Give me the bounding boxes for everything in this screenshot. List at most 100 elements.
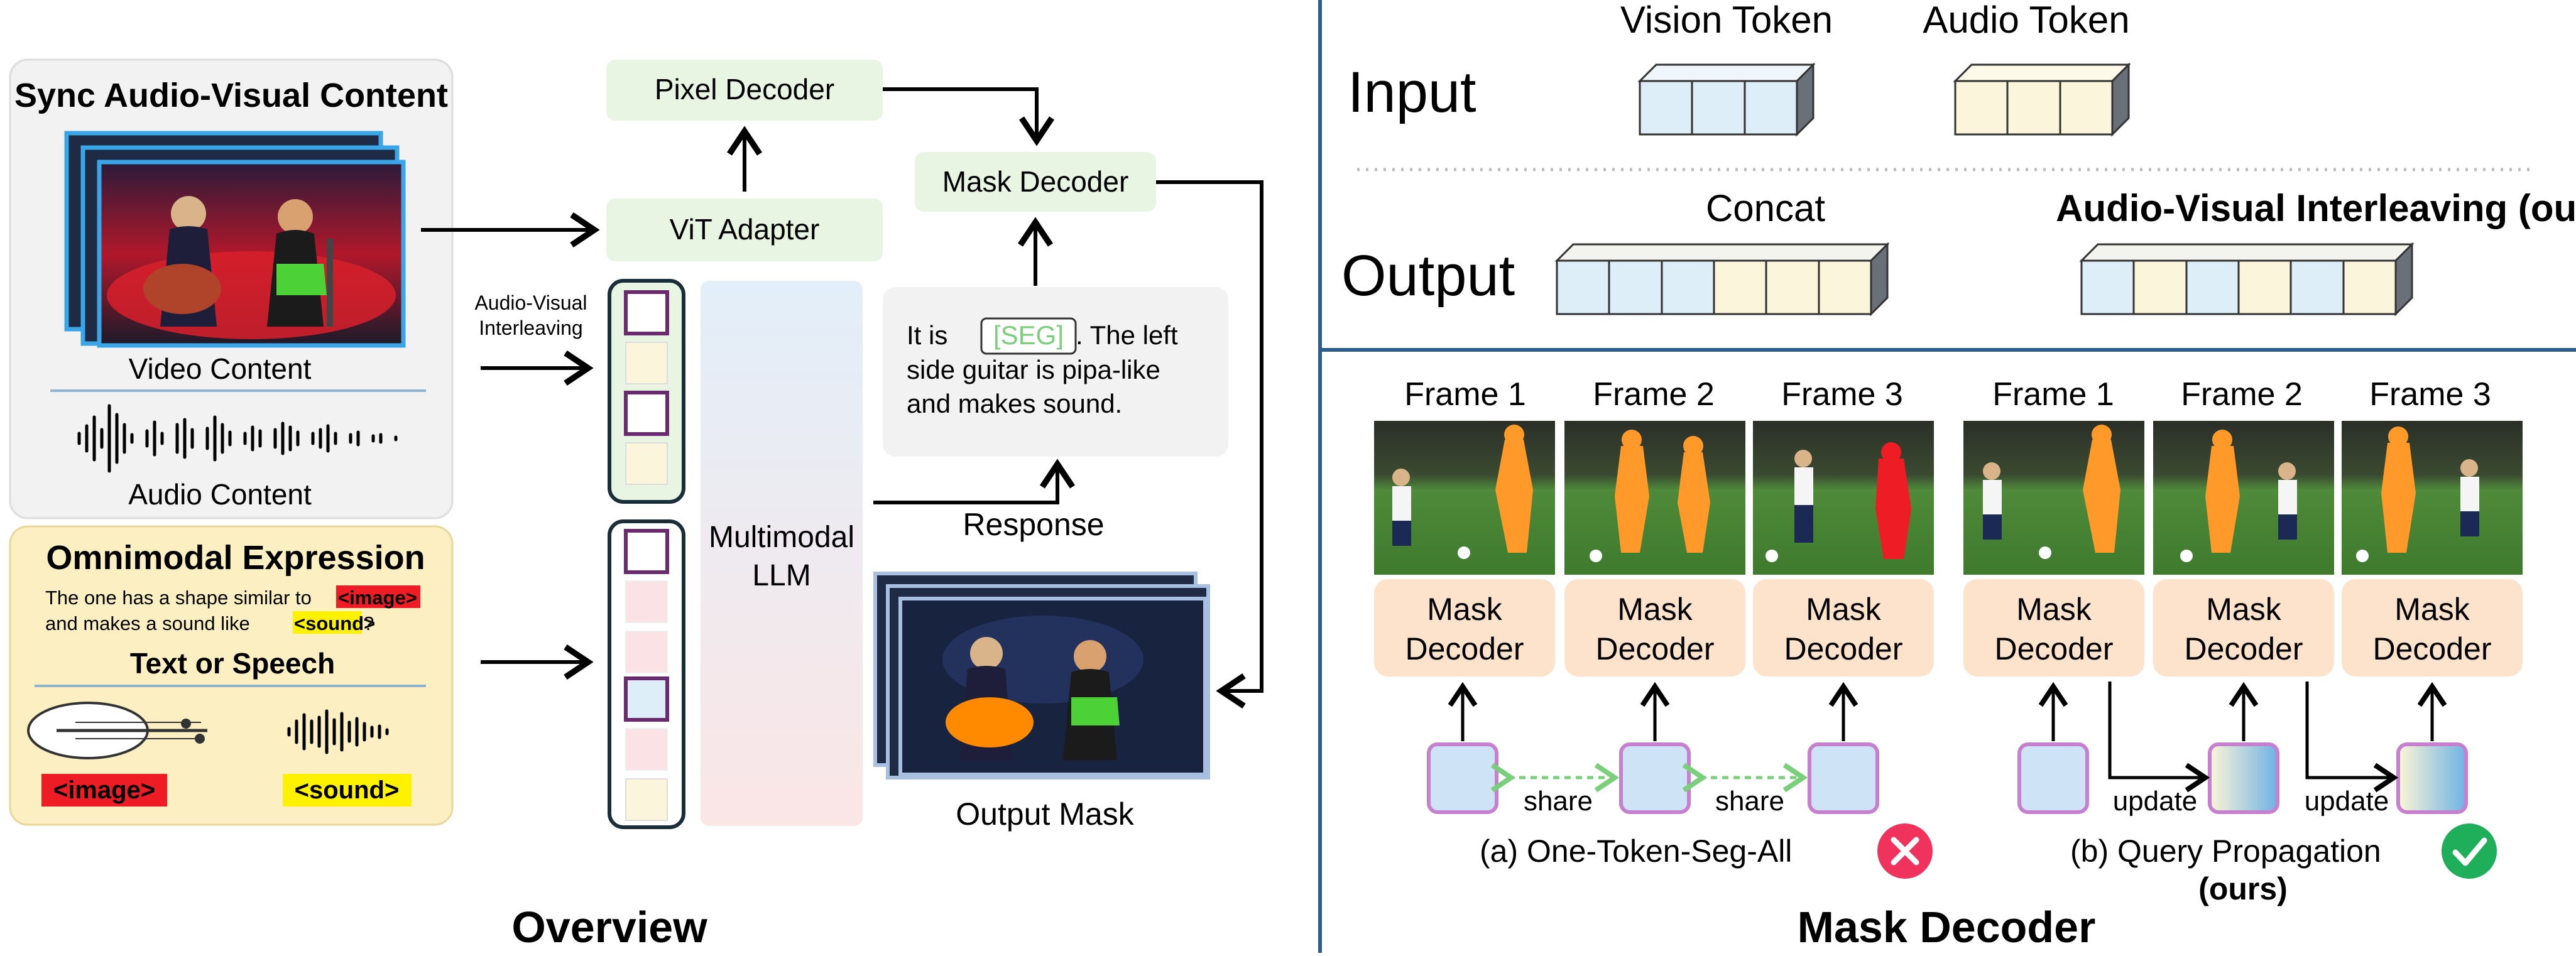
soccer-frame-b1 — [1963, 421, 2144, 575]
multimodal-llm-box — [701, 281, 863, 826]
image-tag — [41, 774, 167, 807]
sync-title: Sync Audio-Visual Content — [14, 77, 448, 114]
video-content-label: Video Content — [129, 352, 312, 385]
vision-token-label: Vision Token — [1620, 0, 1833, 41]
pipa-icon — [27, 702, 207, 759]
decoder-a1-line2: Decoder — [1405, 631, 1524, 666]
waveform-icon — [77, 404, 398, 473]
decoder-a1-line1: Mask — [1427, 592, 1502, 627]
text-or-speech: Text or Speech — [130, 647, 335, 680]
frame-label-a2: Frame 2 — [1593, 376, 1715, 413]
text-token-column — [608, 519, 685, 829]
caption-a: (a) One-Token-Seg-All — [1480, 834, 1792, 869]
query-token-b2 — [2208, 742, 2279, 814]
decoder-boxes: Mask Decoder Mask Decoder Mask Decoder M… — [1374, 579, 2523, 676]
omni-title: Omnimodal Expression — [46, 539, 425, 577]
decoder-b2-line1: Mask — [2206, 592, 2281, 627]
output-mask-stack — [873, 572, 1210, 779]
update-label-2: update — [2305, 786, 2389, 817]
frame-label-a3: Frame 3 — [1781, 376, 1903, 413]
check-circle-icon — [2442, 823, 2497, 879]
arrow-mask-to-output — [1156, 180, 1263, 709]
soccer-frame-a1 — [1374, 421, 1555, 575]
av-interleaving-label-2: Interleaving — [479, 317, 582, 339]
frame-labels: Frame 1 Frame 2 Frame 3 Frame 1 Frame 2 … — [1404, 376, 2491, 413]
decoder-box-b1 — [1963, 579, 2144, 676]
decoder-b1-line1: Mask — [2016, 592, 2092, 627]
pixel-decoder-label: Pixel Decoder — [655, 73, 834, 106]
decoder-box-b3 — [2342, 579, 2523, 676]
mask-decoder-box — [915, 152, 1156, 212]
audio-content-label: Audio Content — [128, 478, 312, 511]
caption-b: (b) Query Propagation — [2070, 834, 2381, 869]
arrow-llm-to-response — [873, 459, 1075, 504]
decoder-a2-line1: Mask — [1617, 592, 1693, 627]
response-line1-b: . The left — [1076, 320, 1178, 350]
response-label: Response — [963, 507, 1104, 542]
seg-token-box — [980, 317, 1077, 355]
vit-adapter-box — [606, 198, 883, 261]
decoder-b3-line2: Decoder — [2373, 631, 2492, 666]
response-line3: and makes sound. — [907, 389, 1122, 418]
decoder-box-b2 — [2153, 579, 2334, 676]
query-token-b3 — [2396, 742, 2468, 814]
soccer-frame-b3 — [2342, 421, 2523, 575]
response-line2: side guitar is pipa-like — [907, 355, 1160, 384]
decoder-a2-line2: Decoder — [1596, 631, 1715, 666]
sound-tag-label: <sound> — [295, 776, 400, 804]
decoder-a3-line2: Decoder — [1784, 631, 1903, 666]
output-mask-label: Output Mask — [956, 796, 1134, 832]
response-box — [883, 287, 1228, 457]
output-label: Output — [1341, 244, 1515, 308]
av-token-column — [608, 279, 685, 504]
audio-token-label: Audio Token — [1923, 0, 2129, 41]
image-tag-label: <image> — [53, 776, 155, 804]
query-token-a3 — [1808, 742, 1879, 814]
share-label-2: share — [1715, 786, 1784, 817]
query-token-a1 — [1427, 742, 1498, 814]
soccer-frame-a2 — [1564, 421, 1745, 575]
response-line1-a: It is — [907, 320, 947, 350]
omni-text-line1: The one has a shape similar to <image> — [45, 587, 417, 609]
multimodal-label: Multimodal — [709, 521, 854, 554]
sync-audio-visual-card: Sync Audio-Visual Content Video Content — [9, 58, 454, 519]
llm-label: LLM — [752, 559, 810, 592]
query-token-a2 — [1619, 742, 1691, 814]
update-label-1: update — [2113, 786, 2198, 817]
query-token-b1 — [2017, 742, 2089, 814]
omni-text-line2: and makes a sound like <sound>? — [45, 612, 375, 634]
omnimodal-expression-card: Omnimodal Expression The one has a shape… — [9, 525, 454, 826]
decoder-b2-line2: Decoder — [2185, 631, 2303, 666]
av-interleaving-label-1: Audio-Visual — [474, 291, 587, 314]
inline-sound-tag-bg — [293, 611, 362, 634]
overview-title: Overview — [511, 903, 707, 952]
share-label-1: share — [1524, 786, 1593, 817]
mask-decoder-title: Mask Decoder — [1798, 903, 2096, 952]
mask-decoder-label: Mask Decoder — [942, 165, 1129, 198]
frame-label-b3: Frame 3 — [2369, 376, 2491, 413]
soccer-frame-b2 — [2153, 421, 2334, 575]
interleaving-label: Audio-Visual Interleaving (ours) — [2056, 187, 2576, 229]
pixel-decoder-box — [606, 60, 883, 121]
frame-label-b2: Frame 2 — [2181, 376, 2303, 413]
soccer-frames — [1374, 421, 2523, 575]
arrow-pixel-to-mask — [883, 87, 1054, 146]
decoder-a3-line1: Mask — [1806, 592, 1881, 627]
query-propagation: update update — [2017, 682, 2468, 817]
decoder-box-a1 — [1374, 579, 1555, 676]
soccer-frame-a3 — [1753, 421, 1934, 575]
frame-label-a1: Frame 1 — [1404, 376, 1526, 413]
audio-token-input — [1953, 62, 2131, 137]
one-token-seg-all: share share — [1427, 682, 1879, 817]
caption-b-ours: (ours) — [2198, 871, 2288, 906]
seg-token-label: [SEG] — [993, 320, 1064, 350]
decoder-b3-line1: Mask — [2394, 592, 2470, 627]
speech-waveform-icon — [287, 709, 389, 754]
decoder-b1-line2: Decoder — [1995, 631, 2114, 666]
concat-label: Concat — [1706, 187, 1825, 229]
vit-adapter-label: ViT Adapter — [670, 213, 820, 246]
decoder-box-a2 — [1564, 579, 1745, 676]
video-frames-stack — [64, 131, 406, 348]
concat-output — [1554, 242, 1890, 317]
